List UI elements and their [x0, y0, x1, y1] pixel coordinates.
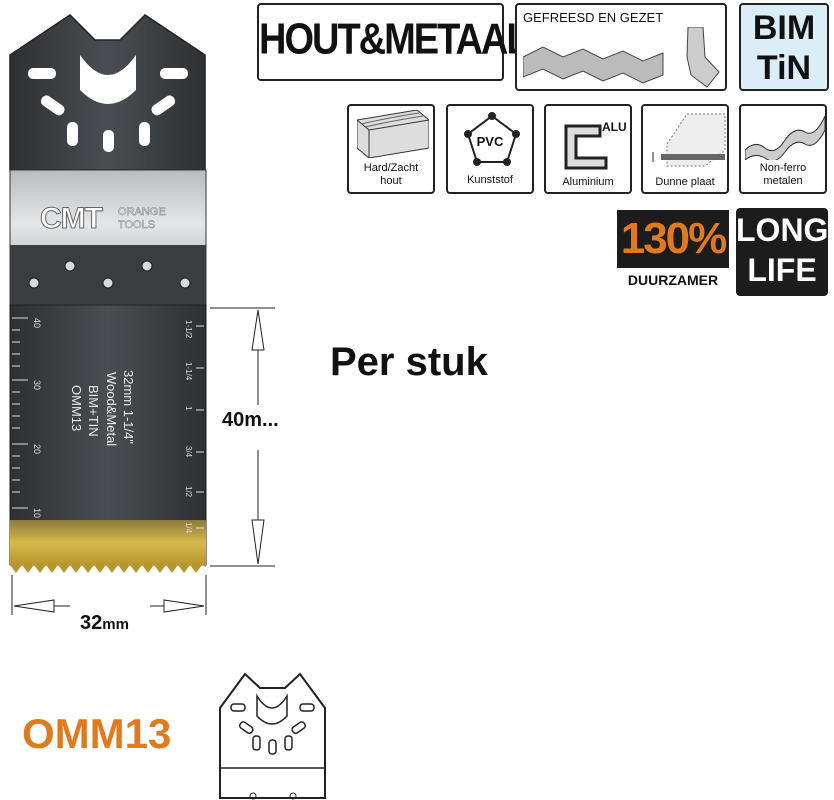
material-tile-thin-sheet: Dunne plaat	[641, 104, 729, 194]
material-tile-aluminium: ALU Aluminium	[544, 104, 632, 194]
long-life-line-1: LONG	[736, 212, 829, 248]
blade-outline-thumbnail	[219, 672, 326, 800]
cut-type-label: GEFREESD EN GEZET	[523, 10, 664, 25]
in-tick-1: 1-1/2	[184, 320, 193, 339]
material-label-non-ferrous: Non-ferro metalen	[759, 162, 807, 187]
teeth	[10, 565, 206, 573]
coating-line-2: TiN	[756, 49, 812, 87]
thin-sheet-icon	[652, 113, 726, 167]
in-tick-6: 1/4	[184, 522, 193, 534]
set-teeth-icon	[523, 27, 720, 88]
aluminium-profile-icon	[564, 124, 608, 170]
height-dimension-label: 40m...	[222, 409, 279, 431]
durability-caption: DUURZAMER	[627, 272, 719, 288]
material-label-wood: Hard/Zacht hout	[363, 162, 419, 187]
mm-tick-30: 30	[32, 380, 42, 390]
brand-sub-2: TOOLS	[118, 219, 155, 231]
material-label-pvc: Kunststof	[467, 174, 513, 186]
pvc-pentagon-icon	[464, 112, 520, 166]
print-line-3: Wood&Metal	[104, 372, 119, 446]
gold-tooth-strip	[10, 520, 206, 565]
corrugated-sheet-icon	[745, 115, 825, 160]
mm-tick-40: 40	[32, 318, 42, 328]
brand-sub-1: ORANGE	[118, 206, 166, 218]
brand-logo: CMT	[40, 202, 103, 235]
wood-grain-icon	[357, 110, 429, 158]
in-tick-5: 1/2	[184, 486, 193, 498]
material-tile-non-ferrous: Non-ferro metalen	[739, 104, 827, 194]
material-badge-text: HOUT&METAAL	[259, 15, 530, 65]
material-tile-pvc: PVC Kunststof	[446, 104, 534, 194]
pvc-mark: PVC	[476, 134, 504, 149]
coating-line-1: BIM	[752, 9, 816, 47]
mm-scale	[12, 317, 28, 509]
print-line-1: OMM13	[69, 385, 84, 431]
mm-tick-20: 20	[32, 444, 42, 454]
cut-type-badge: GEFREESD EN GEZET	[515, 3, 727, 91]
material-badge: HOUT&METAAL	[257, 3, 530, 81]
height-dimension-line	[210, 307, 275, 567]
mm-tick-10: 10	[32, 508, 42, 518]
material-label-aluminium: Aluminium	[562, 176, 614, 188]
width-dimension-label: 32mm	[80, 612, 129, 635]
width-dimension-line	[11, 575, 207, 615]
long-life-badge: LONG LIFE	[736, 208, 828, 296]
width-value: 32	[80, 612, 103, 634]
sale-unit: Per stuk	[330, 340, 488, 384]
coating-badge: BIM TiN	[739, 3, 829, 91]
blade-illustration: CMT ORANGE TOOLS 40 30 20 10 1-1/2	[9, 14, 275, 615]
durability-percent-badge: 130% DUURZAMER	[617, 206, 729, 294]
width-unit: mm	[102, 616, 129, 633]
in-tick-2: 1-1/4	[184, 362, 193, 381]
print-line-2: BIM+TIN	[86, 385, 101, 437]
alu-mark: ALU	[602, 120, 627, 134]
in-tick-4: 3/4	[184, 446, 193, 458]
material-label-thin-sheet: Dunne plaat	[655, 176, 715, 188]
in-tick-3: 1	[184, 406, 193, 411]
rivets	[28, 260, 191, 289]
product-code: OMM13	[22, 710, 172, 757]
material-tile-wood: Hard/Zacht hout	[347, 104, 435, 194]
durability-percent: 130%	[617, 210, 729, 268]
long-life-line-2: LIFE	[747, 252, 817, 288]
star-mount-icon	[28, 55, 188, 152]
print-line-4: 32mm 1-1/4"	[121, 370, 136, 444]
